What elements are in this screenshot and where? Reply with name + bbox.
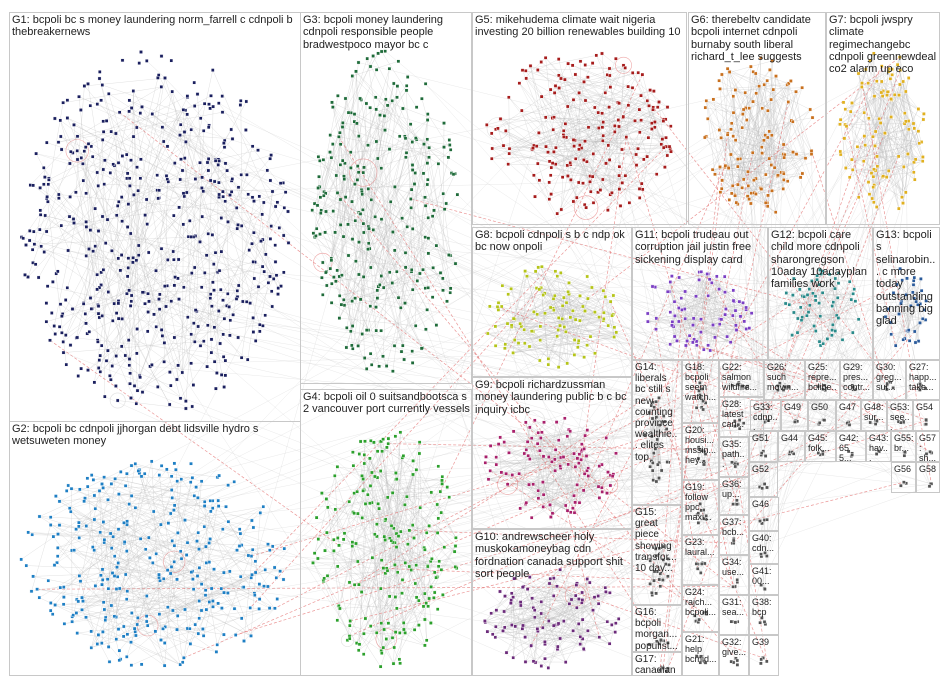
network-graph-canvas: G1: bcpoli bc s money laundering norm_fa… [0, 0, 950, 688]
